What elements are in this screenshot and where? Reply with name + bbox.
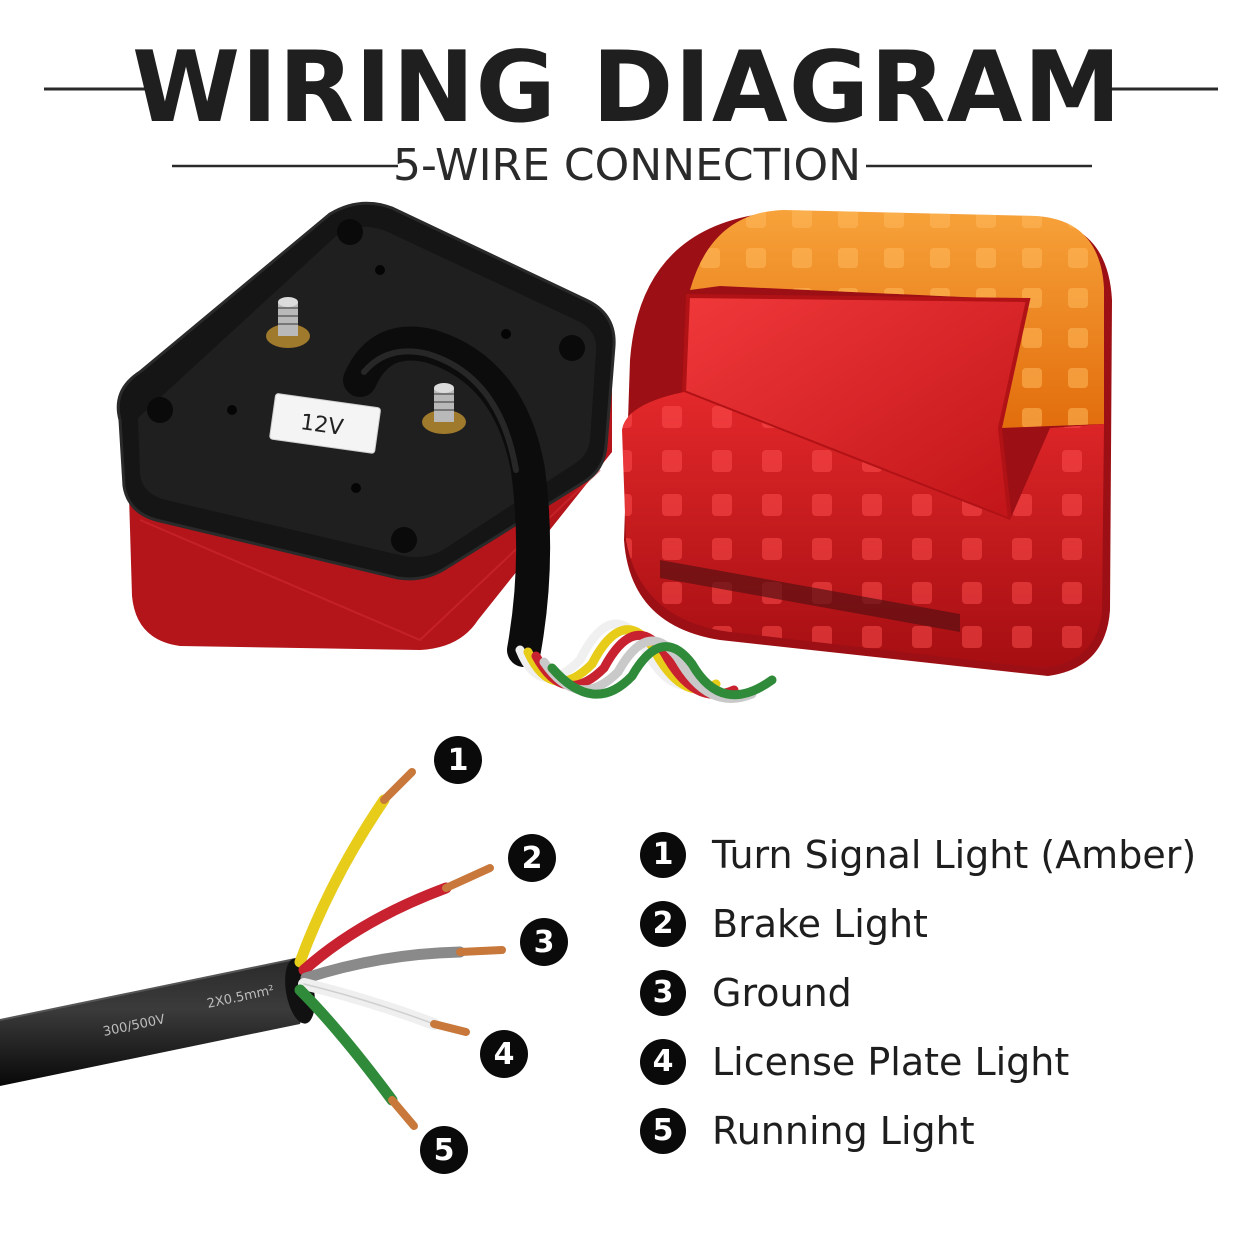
wire-badge-3: 3 (520, 918, 568, 966)
page-subtitle: 5-WIRE CONNECTION (392, 140, 862, 191)
legend-number-1: 1 (640, 831, 686, 878)
legend-label-1: Turn Signal Light (Amber) (712, 832, 1197, 877)
legend-label-3: Ground (712, 970, 852, 1015)
wire-bundle-top (515, 619, 777, 703)
wire-1-yellow (294, 794, 390, 968)
legend-label-5: Running Light (712, 1108, 975, 1153)
wire-2-red (298, 882, 452, 976)
terminal-stud-left (266, 297, 310, 348)
voltage-sticker (269, 393, 381, 454)
wire-5-green (294, 984, 398, 1106)
reflector-panel (681, 293, 1031, 524)
legend-item-4: 4 License Plate Light (640, 1027, 1240, 1096)
legend-label-4: License Plate Light (712, 1039, 1070, 1084)
legend-number-4: 4 (640, 1038, 686, 1085)
wire-3-copper (456, 946, 506, 956)
tail-light-back: 12V (116, 201, 616, 667)
wire-3-gray (300, 946, 466, 984)
wire-badge-4: 4 (480, 1030, 528, 1078)
cable-sheath: 300/500V 2X0.5mm² (0, 957, 315, 1086)
page-title: WIRING DIAGRAM (132, 31, 1122, 145)
legend-item-1: 1 Turn Signal Light (Amber) (640, 820, 1240, 889)
legend-item-5: 5 Running Light (640, 1096, 1240, 1165)
legend-item-2: 2 Brake Light (640, 889, 1240, 958)
legend-label-2: Brake Light (712, 901, 928, 946)
wire-1-copper (380, 768, 416, 804)
wire-4-copper (430, 1020, 470, 1036)
legend-number-3: 3 (640, 969, 686, 1016)
tail-light-front (622, 210, 1112, 676)
wire-badge-2: 2 (508, 834, 556, 882)
legend-number-5: 5 (640, 1107, 686, 1154)
wire-legend: 1 Turn Signal Light (Amber) 2 Brake Ligh… (640, 820, 1240, 1165)
wire-2-copper (442, 864, 494, 892)
legend-item-3: 3 Ground (640, 958, 1240, 1027)
wire-badge-1: 1 (434, 736, 482, 784)
wire-badge-5: 5 (420, 1126, 468, 1174)
wire-5-copper (388, 1096, 418, 1130)
voltage-label: 12V (299, 410, 345, 441)
terminal-stud-right (422, 383, 466, 434)
legend-number-2: 2 (640, 900, 686, 947)
